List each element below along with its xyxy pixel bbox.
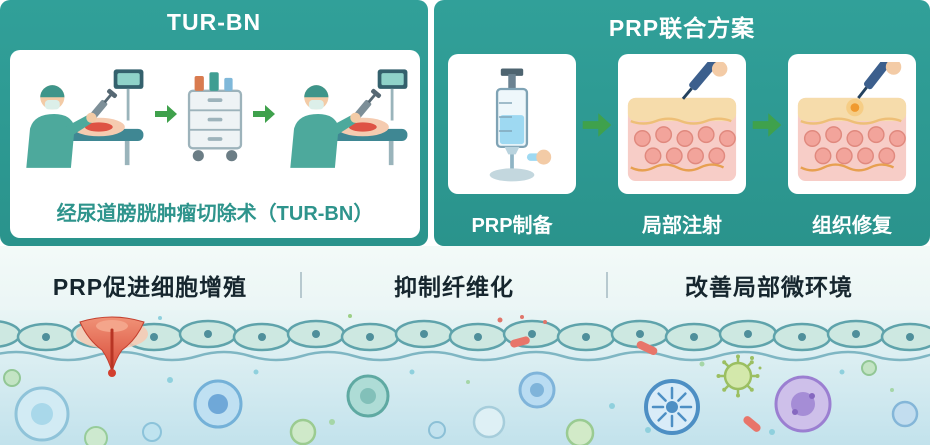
prp-preparation-card	[448, 54, 576, 194]
step-tissue-repair: 组织修复	[788, 54, 916, 238]
epithelium-layer	[0, 319, 930, 362]
step-label-local-injection: 局部注射	[642, 215, 722, 237]
tissue-repair-illustration	[796, 62, 908, 183]
divider	[300, 272, 302, 298]
bottom-section: PRP促进细胞增殖 抑制纤维化 改善局部微环境	[0, 246, 930, 445]
local-injection-card	[618, 54, 746, 194]
step-label-tissue-repair: 组织修复	[812, 215, 892, 237]
benefits-row: PRP促进细胞增殖 抑制纤维化 改善局部微环境	[0, 268, 930, 302]
lesion-icon	[76, 316, 148, 377]
injection-illustration	[626, 62, 738, 183]
turbn-title: TUR-BN	[166, 9, 262, 35]
benefit-inhibit-fibrosis: 抑制纤维化	[394, 274, 514, 300]
arrow-right-icon	[252, 104, 276, 124]
prp-steps-row: PRP制备 局部注射	[448, 54, 916, 238]
tissue-repair-card	[788, 54, 916, 194]
prp-panel: PRP联合方案	[434, 0, 930, 246]
turbn-illustration-row	[17, 60, 413, 168]
arrow-right-icon	[582, 112, 612, 238]
virus-icon	[716, 354, 760, 398]
syringe-illustration	[489, 68, 552, 182]
benefit-cell-proliferation: PRP促进细胞增殖	[52, 274, 248, 300]
turbn-card: 经尿道膀胱肿瘤切除术（TUR-BN）	[10, 50, 420, 238]
surgery-scene-1-illustration	[26, 69, 144, 168]
arrow-right-icon	[752, 112, 782, 238]
step-prp-preparation: PRP制备	[448, 54, 576, 238]
arrow-right-icon	[154, 104, 178, 124]
surgery-scene-2-illustration	[290, 69, 408, 168]
divider	[606, 272, 608, 298]
step-local-injection: 局部注射	[618, 54, 746, 238]
cells-illustration	[0, 310, 930, 445]
benefit-microenvironment: 改善局部微环境	[685, 274, 853, 300]
prp-title: PRP联合方案	[608, 15, 756, 41]
particles	[158, 314, 894, 435]
step-label-prp-preparation: PRP制备	[471, 215, 553, 237]
floating-cells	[3, 336, 919, 445]
medical-cart-illustration	[187, 71, 243, 163]
turbn-caption: 经尿道膀胱肿瘤切除术（TUR-BN）	[56, 203, 374, 225]
top-section: TUR-BN 经尿道膀胱肿瘤切除术（TUR-BN） PRP联合方案	[0, 0, 930, 246]
turbn-panel: TUR-BN 经尿道膀胱肿瘤切除术（TUR-BN）	[0, 0, 428, 246]
